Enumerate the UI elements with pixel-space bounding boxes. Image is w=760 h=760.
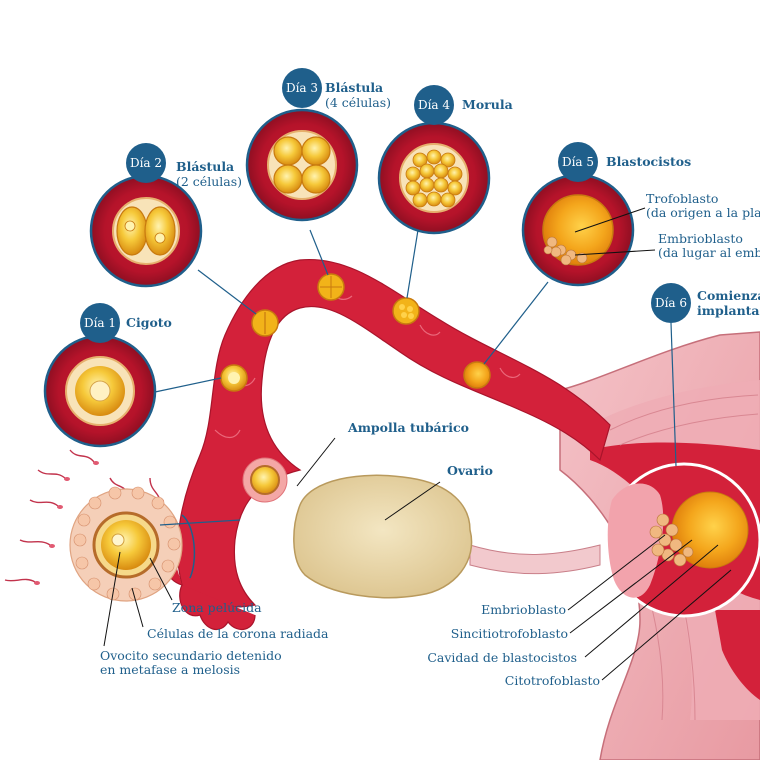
implantation-labels: Embrioblasto Sincitiotrofoblasto Cavidad…	[427, 534, 732, 688]
anatomy-labels: Ampolla tubárico Ovario	[296, 420, 493, 521]
tube-embryos	[220, 273, 491, 503]
corona-cells	[73, 486, 181, 601]
embryo-day2-small	[251, 309, 279, 337]
day4-badge	[414, 85, 454, 125]
stage-day1: Día 1 Cigoto	[43, 303, 172, 448]
day2-badge	[126, 143, 166, 183]
day6-badge	[651, 283, 691, 323]
day5-trofoblasto-desc: (da origen a la placenta)	[646, 205, 760, 220]
stage-day5: Día 5 Blastocistos Trofoblasto (da orige…	[521, 142, 760, 287]
zona-pelucida-label: Zona pelúcida	[172, 600, 262, 615]
oocyte-bracket	[181, 514, 196, 579]
day5-embrioblasto-label: Embrioblasto	[658, 231, 743, 246]
day5-embrioblasto-desc: (da lugar al embrión)	[658, 245, 760, 260]
day1-title: Cigoto	[126, 315, 172, 330]
day2-badge-label: Día 2	[130, 156, 162, 170]
oocyte-labels: Zona pelúcida Células de la corona radia…	[100, 551, 329, 677]
embryo-day1-small	[220, 364, 248, 392]
ovocito-label-line2: en metafase a melosis	[100, 662, 240, 677]
ovario-label: Ovario	[447, 463, 493, 478]
ovocito-label-line1: Ovocito secundario detenido	[100, 648, 282, 663]
implantation-view	[606, 462, 760, 618]
embryo-day5-small	[463, 361, 491, 389]
oocyte-nucleus	[111, 533, 125, 547]
ovarian-ligament	[469, 544, 601, 575]
oocyte-cytoplasm	[101, 520, 151, 570]
implant-citotrofo-label: Citotrofoblasto	[505, 673, 600, 688]
day1-badge	[80, 303, 120, 343]
day5-badge-label: Día 5	[562, 155, 594, 169]
day3-title: Blástula	[325, 80, 383, 95]
cervical-canal	[715, 610, 760, 700]
day2-subtitle: (2 células)	[176, 174, 242, 189]
day2-title: Blástula	[176, 159, 234, 174]
day6-title-line1: Comienza la	[697, 288, 760, 303]
stage-day2: Día 2 Blástula (2 células)	[89, 143, 242, 288]
stage-day6: Día 6 Comienza la implantación	[651, 283, 760, 467]
day3-subtitle: (4 células)	[325, 95, 391, 110]
day5-trofoblasto-label: Trofoblasto	[646, 191, 718, 206]
ovary-body	[293, 474, 473, 599]
ovary	[293, 474, 473, 599]
ampolla-label: Ampolla tubárico	[347, 420, 469, 435]
embryo-ampulla	[242, 457, 288, 503]
implant-sincitio-label: Sincitiotrofoblasto	[451, 626, 568, 641]
day6-title-line2: implantación	[697, 303, 760, 318]
implant-cavidad-label: Cavidad de blastocistos	[427, 650, 577, 665]
day3-badge-label: Día 3	[286, 81, 318, 95]
stage-day3: Día 3 Blástula (4 células)	[245, 68, 391, 222]
day5-badge	[558, 142, 598, 182]
embryo-day3-small	[317, 273, 345, 301]
uterus-wall-lines	[609, 394, 759, 721]
day1-badge-label: Día 1	[84, 316, 116, 330]
morula-cells	[405, 149, 463, 208]
stage-day4: Día 4 Morula	[377, 85, 513, 235]
connector-lines	[154, 229, 549, 526]
oocyte	[4, 449, 183, 602]
implant-embrioblasto-label: Embrioblasto	[481, 602, 566, 617]
day6-badge-label: Día 6	[655, 296, 687, 310]
day3-badge	[282, 68, 322, 108]
day4-badge-label: Día 4	[418, 98, 450, 112]
day5-embryoblast-cells	[543, 236, 588, 266]
embryo-day4-small	[392, 297, 420, 325]
day5-title: Blastocistos	[606, 154, 691, 169]
corona-radiada-label: Células de la corona radiada	[147, 626, 329, 641]
day4-title: Morula	[462, 97, 513, 112]
